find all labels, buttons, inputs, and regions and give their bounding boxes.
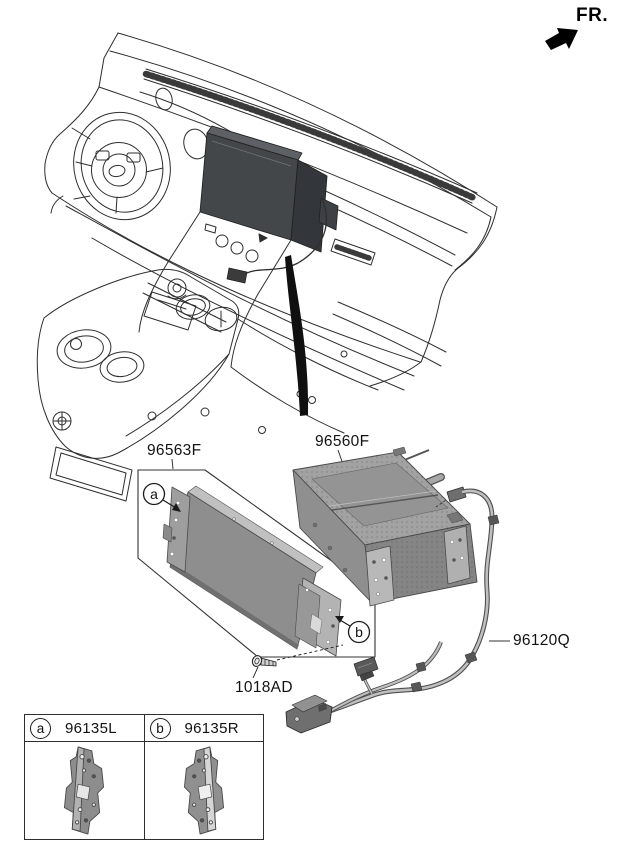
callout-b-letter: b <box>355 624 363 640</box>
legend-cell-a: a 96135L <box>25 715 145 839</box>
legend-cell-b: b 96135R <box>144 715 264 839</box>
legend-key-b: b <box>149 717 171 739</box>
callout-b: b <box>335 616 371 644</box>
legend-part-no-96135L: 96135L <box>65 719 117 737</box>
callout-a: a <box>142 482 181 512</box>
part-label-96563F: 96563F <box>147 442 202 459</box>
legend-image-cell-b <box>145 742 264 839</box>
assembly-box-outline <box>137 458 376 658</box>
part-label-96560F: 96560F <box>315 433 370 450</box>
head-unit-installed <box>199 125 339 284</box>
fr-direction-label: FR. <box>576 5 609 26</box>
fr-direction-arrow-icon <box>545 28 578 50</box>
center-stack-controls <box>167 211 292 300</box>
legend-part-no-96135R: 96135R <box>184 719 239 737</box>
bracket-96135R-image <box>183 745 224 835</box>
bracket-96135L-image <box>64 745 105 835</box>
legend-image-cell-a <box>25 742 144 839</box>
display-unit-96563F <box>162 485 342 657</box>
part-label-1018AD: 1018AD <box>235 679 293 696</box>
center-console <box>36 261 379 502</box>
part-label-96120Q: 96120Q <box>513 632 570 649</box>
highlight-swoosh <box>285 255 309 416</box>
steering-wheel <box>50 87 209 221</box>
head-unit-96560F <box>292 446 478 607</box>
wiring-harness-96120Q <box>285 486 510 734</box>
callout-a-letter: a <box>150 486 158 502</box>
screw-1018AD <box>251 644 344 679</box>
legend-table: a 96135L <box>24 714 264 840</box>
legend-header-b: b 96135R <box>144 715 263 742</box>
dashboard-illustration <box>44 32 498 434</box>
legend-header-a: a 96135L <box>25 715 144 742</box>
legend-key-a: a <box>30 717 51 739</box>
